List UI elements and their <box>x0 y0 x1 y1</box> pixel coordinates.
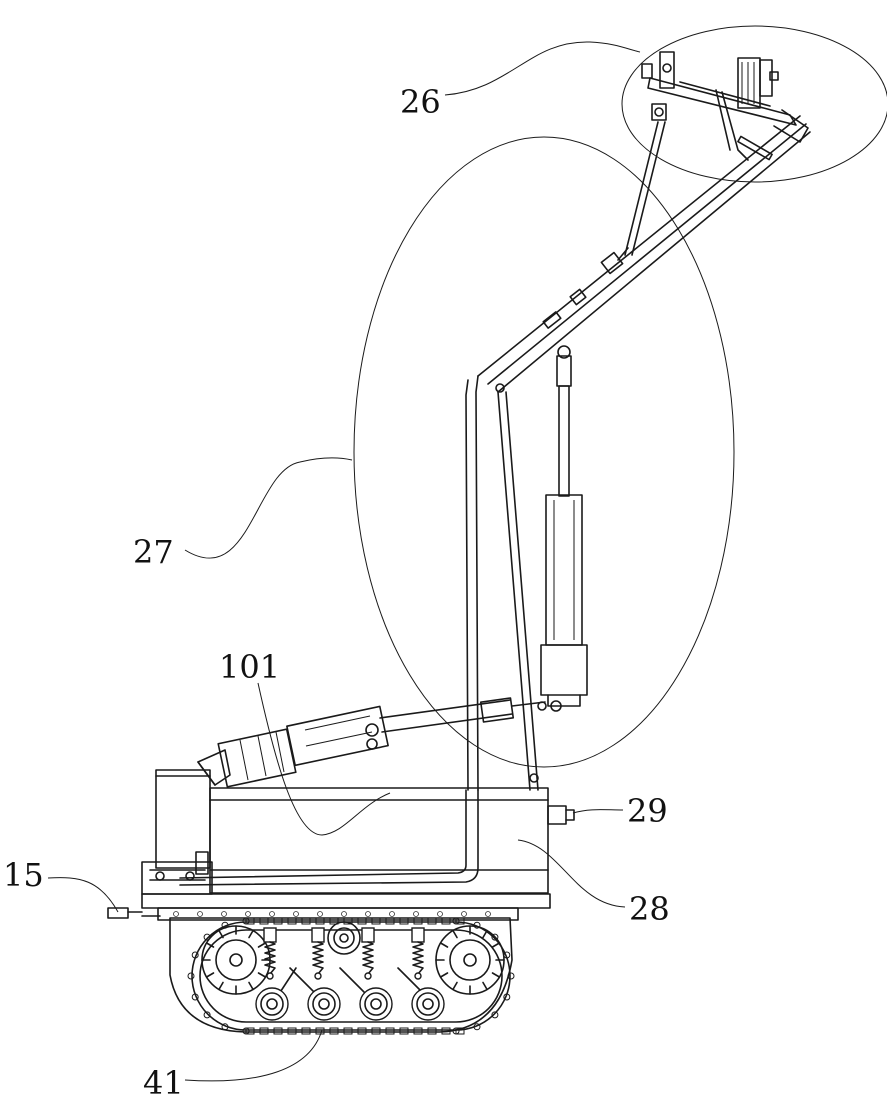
diagonal-actuator <box>198 698 546 787</box>
sprocket-teeth <box>202 926 504 994</box>
label-101: 101 <box>219 648 280 686</box>
label-15: 15 <box>3 856 44 894</box>
leader-41 <box>185 1030 322 1081</box>
chassis-bolts <box>174 912 491 917</box>
leader-26 <box>445 42 640 95</box>
label-27: 27 <box>133 533 174 571</box>
label-26: 26 <box>400 83 441 121</box>
track-assembly <box>170 918 514 1034</box>
upper-arm <box>478 116 810 392</box>
track-treads <box>188 918 514 1034</box>
leader-28 <box>518 840 625 907</box>
leader-29 <box>573 810 623 813</box>
gripper-head <box>642 52 808 160</box>
vertical-actuator <box>541 346 587 711</box>
label-41: 41 <box>143 1064 184 1102</box>
label-29: 29 <box>627 792 668 830</box>
vertical-posts <box>466 376 538 790</box>
road-wheels <box>256 988 444 1020</box>
chassis-plate <box>142 894 550 920</box>
body-box <box>108 770 574 918</box>
ellipse-27 <box>354 137 734 767</box>
label-28: 28 <box>629 890 670 928</box>
leader-27 <box>185 458 352 558</box>
leader-15 <box>48 878 118 912</box>
